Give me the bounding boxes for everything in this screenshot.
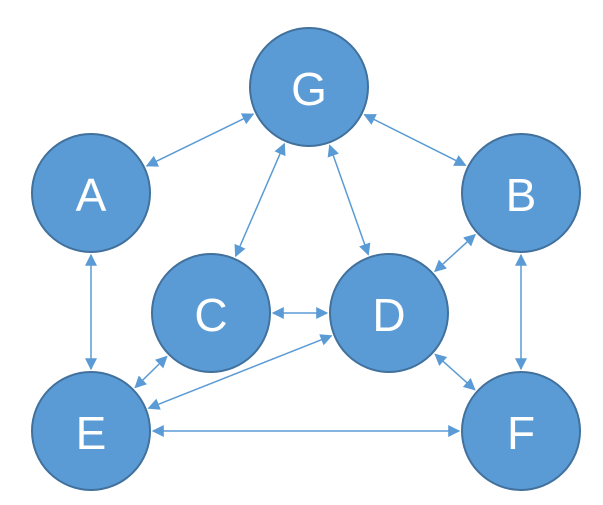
node-label-e: E <box>76 407 107 459</box>
nodes-layer: G A B C D E F <box>31 27 581 491</box>
node-label-c: C <box>194 289 227 341</box>
node-circle-d <box>329 253 449 373</box>
node-label-f: F <box>507 407 535 459</box>
node-g: G <box>249 27 369 147</box>
edge-g-d <box>327 144 371 256</box>
node-label-d: D <box>372 289 405 341</box>
node-circle-a <box>31 133 151 253</box>
edges-layer <box>85 113 527 437</box>
node-b: B <box>461 133 581 253</box>
node-f: F <box>461 371 581 491</box>
node-e: E <box>31 371 151 491</box>
node-label-a: A <box>76 169 107 221</box>
edge-e-d <box>147 334 333 410</box>
edge-d-f <box>434 353 476 391</box>
node-circle-f <box>461 371 581 491</box>
node-d: D <box>329 253 449 373</box>
edge-a-g <box>145 113 255 167</box>
edge-c-e <box>134 355 168 389</box>
edge-g-b <box>363 114 467 166</box>
node-circle-c <box>151 253 271 373</box>
node-c: C <box>151 253 271 373</box>
node-a: A <box>31 133 151 253</box>
node-label-g: G <box>291 63 327 115</box>
edge-d-b <box>434 233 476 273</box>
node-circle-e <box>31 371 151 491</box>
node-circle-g <box>249 27 369 147</box>
edge-g-c <box>234 142 286 258</box>
node-label-b: B <box>506 169 537 221</box>
node-circle-b <box>461 133 581 253</box>
